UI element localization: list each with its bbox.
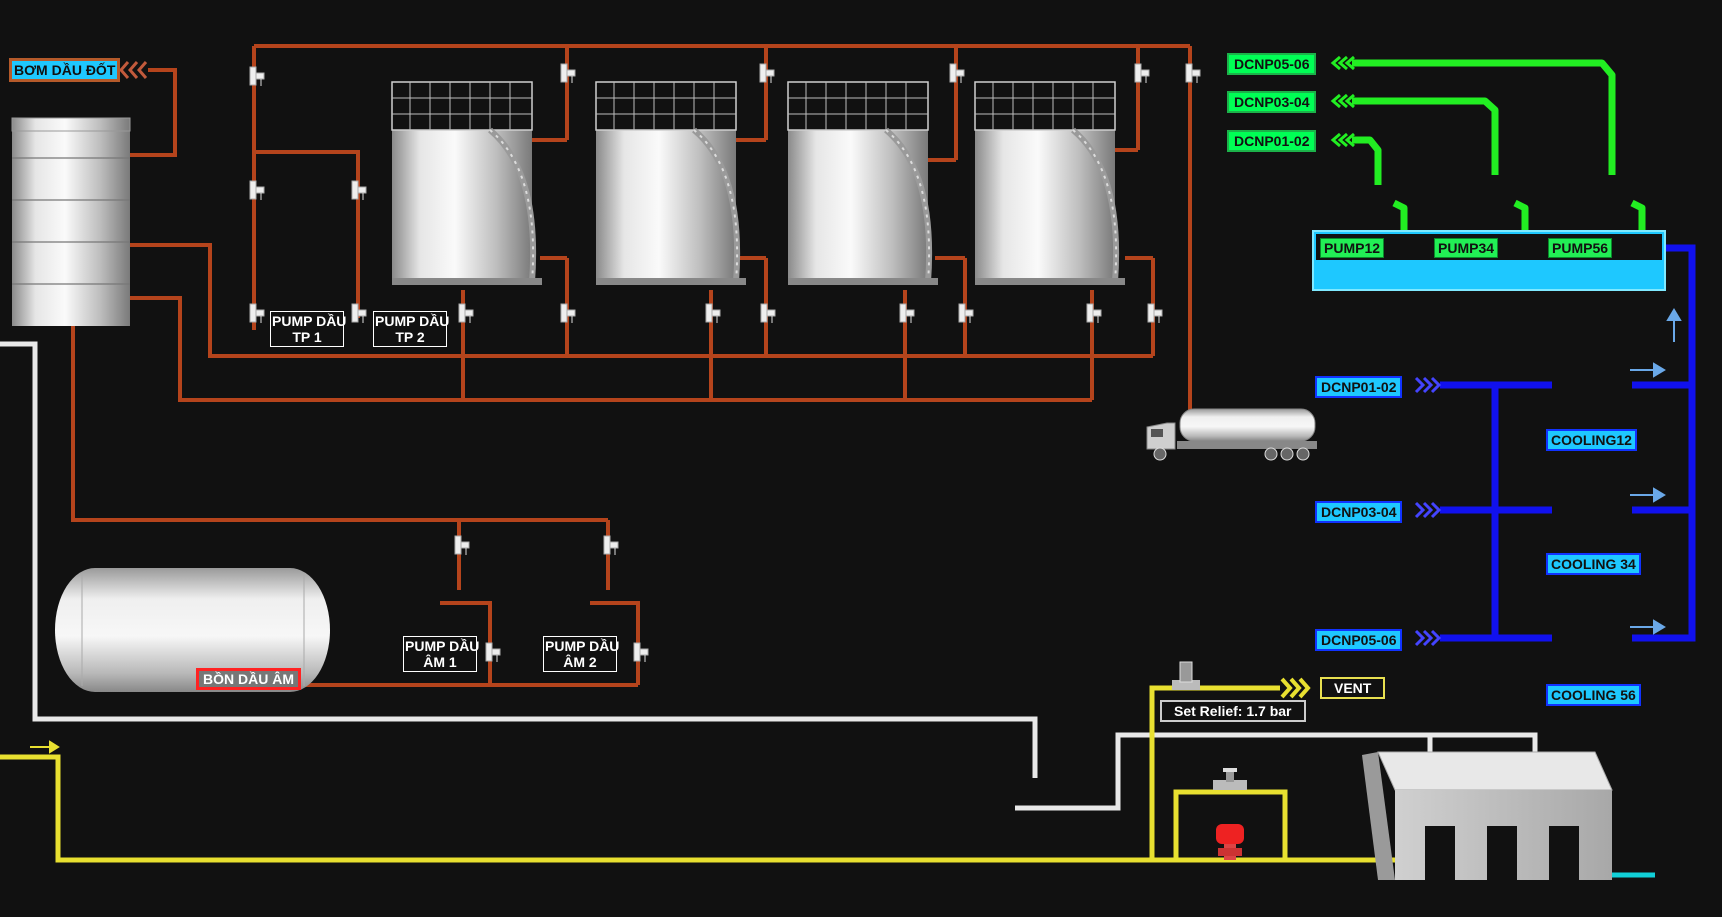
set-relief-label: Set Relief: 1.7 bar xyxy=(1160,700,1306,722)
pump-tp2-line1: PUMP DẦU xyxy=(375,313,450,329)
blue-line-dcnp03-04[interactable]: DCNP03-04 xyxy=(1315,501,1403,523)
bon-dau-am-label[interactable]: BỒN DẦU ÂM xyxy=(196,668,301,690)
valve-icon[interactable] xyxy=(458,303,474,323)
chevron-arrow-icon xyxy=(1414,376,1442,647)
valve-icon[interactable] xyxy=(485,642,501,662)
pump-am1-label[interactable]: PUMP DẦU ÂM 1 xyxy=(403,636,480,672)
cooling12-label[interactable]: COOLING12 xyxy=(1546,429,1637,451)
valve-icon[interactable] xyxy=(949,63,965,83)
pump-tp1-line2: TP 1 xyxy=(292,329,322,345)
relief-valve-icon xyxy=(1172,661,1200,690)
valve-icon[interactable] xyxy=(899,303,915,323)
tanker-truck-icon xyxy=(1146,408,1317,461)
valve-icon[interactable] xyxy=(705,303,721,323)
chevron-arrow-icon xyxy=(1330,55,1355,148)
pump12-label[interactable]: PUMP12 xyxy=(1320,238,1385,258)
pump-am1-line1: PUMP DẦU xyxy=(405,638,480,654)
white-pipe xyxy=(0,341,1538,811)
pump34-label[interactable]: PUMP34 xyxy=(1434,238,1499,258)
valve-icon[interactable] xyxy=(249,303,265,323)
valve-icon[interactable] xyxy=(1134,63,1150,83)
valve-icon[interactable] xyxy=(1147,303,1163,323)
cooling56-label[interactable]: COOLING 56 xyxy=(1546,684,1641,706)
valve-icon[interactable] xyxy=(759,63,775,83)
pump-am1-line2: ÂM 1 xyxy=(423,654,457,670)
valve-icon[interactable] xyxy=(560,303,576,323)
pump56-label[interactable]: PUMP56 xyxy=(1548,238,1613,258)
blue-pipe-network xyxy=(1440,244,1696,642)
building-icon xyxy=(1362,751,1613,880)
storage-tank-icon xyxy=(974,81,1125,285)
flow-arrow-icon xyxy=(1630,308,1682,635)
pump-am2-label[interactable]: PUMP DẦU ÂM 2 xyxy=(543,636,620,672)
pump-tp2-line2: TP 2 xyxy=(395,329,425,345)
valve-icon[interactable] xyxy=(760,303,776,323)
chevron-arrow-icon xyxy=(1280,677,1311,699)
valve-icon[interactable] xyxy=(1086,303,1102,323)
pump-tp1-line1: PUMP DẦU xyxy=(272,313,347,329)
green-line-dcnp05-06[interactable]: DCNP05-06 xyxy=(1227,53,1317,75)
valve-icon[interactable] xyxy=(454,535,470,555)
valve-icon[interactable] xyxy=(560,63,576,83)
storage-tank-icon xyxy=(391,81,542,285)
cooling34-label[interactable]: COOLING 34 xyxy=(1546,553,1641,575)
valve-icon[interactable] xyxy=(351,303,367,323)
storage-tank-icon xyxy=(787,81,938,285)
valve-icon[interactable] xyxy=(958,303,974,323)
green-line-dcnp03-04[interactable]: DCNP03-04 xyxy=(1227,91,1317,113)
green-line-dcnp01-02[interactable]: DCNP01-02 xyxy=(1227,130,1317,152)
pump-am2-line1: PUMP DẦU xyxy=(545,638,620,654)
vertical-tank xyxy=(11,117,131,326)
storage-tank-icon xyxy=(595,81,746,285)
pump-tp2-label[interactable]: PUMP DẦU TP 2 xyxy=(373,311,450,347)
valve-icon[interactable] xyxy=(351,180,367,200)
control-valve-icon xyxy=(1216,824,1244,860)
storage-tanks xyxy=(391,81,1125,285)
yellow-pipe xyxy=(0,685,1590,863)
blue-line-dcnp01-02[interactable]: DCNP01-02 xyxy=(1315,376,1403,398)
valve-icon[interactable] xyxy=(633,642,649,662)
flow-arrow-icon xyxy=(30,740,60,754)
bom-dau-dot-label[interactable]: BƠM DẦU ĐỐT xyxy=(9,58,121,82)
underground-tank xyxy=(55,568,330,692)
pump-tp1-label[interactable]: PUMP DẦU TP 1 xyxy=(270,311,347,347)
vent-label[interactable]: VENT xyxy=(1320,677,1386,699)
valves xyxy=(249,63,1201,662)
valve-icon[interactable] xyxy=(1185,63,1201,83)
blue-line-dcnp05-06[interactable]: DCNP05-06 xyxy=(1315,629,1403,651)
pump-am2-line2: ÂM 2 xyxy=(563,654,597,670)
valve-icon[interactable] xyxy=(603,535,619,555)
valve-icon[interactable] xyxy=(249,66,265,86)
valve-icon[interactable] xyxy=(249,180,265,200)
control-valve-icon xyxy=(1213,768,1247,790)
chevron-arrow-icon xyxy=(119,61,148,79)
